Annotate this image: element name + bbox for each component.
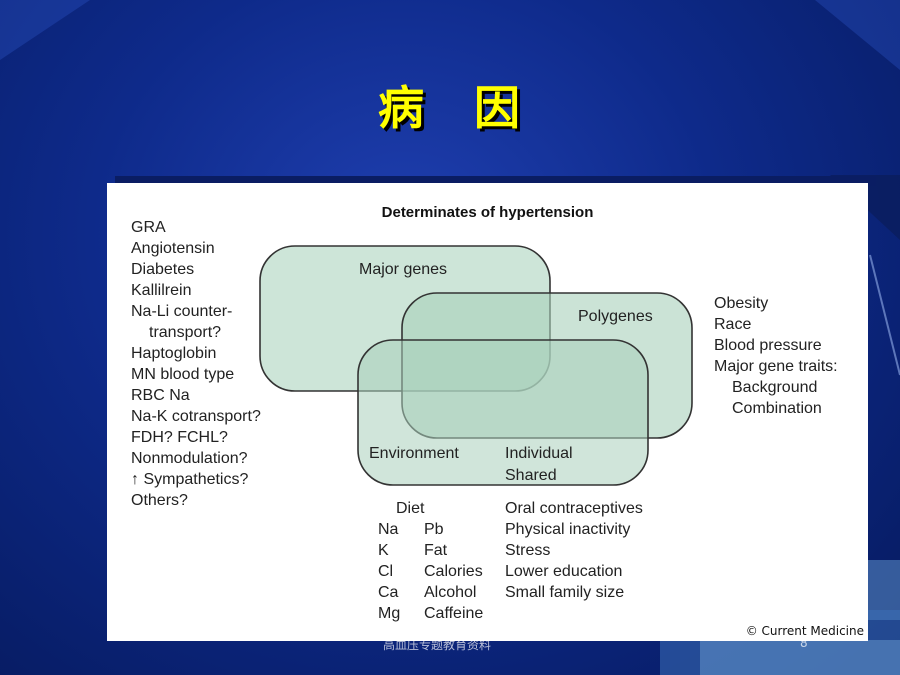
list-item: Nonmodulation? [131,450,248,467]
list-item: Angiotensin [131,240,215,257]
list-item: Blood pressure [714,337,822,354]
list-item: Fat [424,542,448,559]
list-item: Alcohol [424,584,477,601]
list-item: Calories [424,563,483,580]
list-item: MN blood type [131,366,235,383]
list-item: Combination [732,400,822,417]
label-major-genes: Major genes [359,261,448,278]
list-item: Na-Li counter- [131,303,233,320]
right-factor-list: Obesity Race Blood pressure Major gene t… [714,293,838,419]
panel-shadow [115,176,876,186]
list-item: Major gene traits: [714,358,838,375]
list-item: Physical inactivity [505,521,631,538]
list-item: Cl [378,563,394,580]
list-item: Ca [378,584,399,601]
list-item: Race [714,316,752,333]
list-item: Obesity [714,295,769,312]
list-item: ↑ Sympathetics? [131,471,249,488]
figure-panel: Determinates of hypertension Major genes… [107,183,868,641]
list-item: Caffeine [424,605,484,622]
list-item: Haptoglobin [131,345,217,362]
list-item: FDH? FCHL? [131,429,228,446]
label-shared: Shared [505,467,557,484]
list-item: Kallilrein [131,282,192,299]
environment-region [357,339,649,486]
figure-heading: Determinates of hypertension [381,204,594,221]
list-item: Diabetes [131,261,195,278]
list-item: Na [378,521,399,538]
other-factor-list: Oral contraceptives Physical inactivity … [505,498,643,603]
list-item: Pb [424,521,444,538]
label-individual: Individual [505,445,573,462]
diet-column-1: Na K Cl Ca Mg [378,519,400,624]
list-item: K [378,542,389,559]
label-environment: Environment [369,445,459,462]
slide-title: 病 因 [378,81,522,135]
list-item: Lower education [505,563,623,580]
list-item: GRA [131,219,166,236]
list-item: Small family size [505,584,625,601]
list-item: Na-K cotransport? [131,408,261,425]
copyright-notice: © Current Medicine [745,624,864,638]
diet-column-2: Pb Fat Calories Alcohol Caffeine [424,519,483,624]
list-item: Background [732,379,818,396]
list-item: Others? [131,492,188,509]
venn-diagram [259,245,693,486]
list-item: transport? [149,324,222,341]
page-number: 8 [800,636,808,650]
list-item: Stress [505,542,551,559]
left-factor-list: GRA Angiotensin Diabetes Kallilrein Na-L… [131,217,261,511]
list-item: Mg [378,605,401,622]
footer-text: 高血压专题教育资料 [383,638,492,652]
list-item: RBC Na [131,387,190,404]
label-polygenes: Polygenes [578,308,653,325]
list-item: Oral contraceptives [505,500,643,517]
diet-heading: Diet [396,500,425,517]
